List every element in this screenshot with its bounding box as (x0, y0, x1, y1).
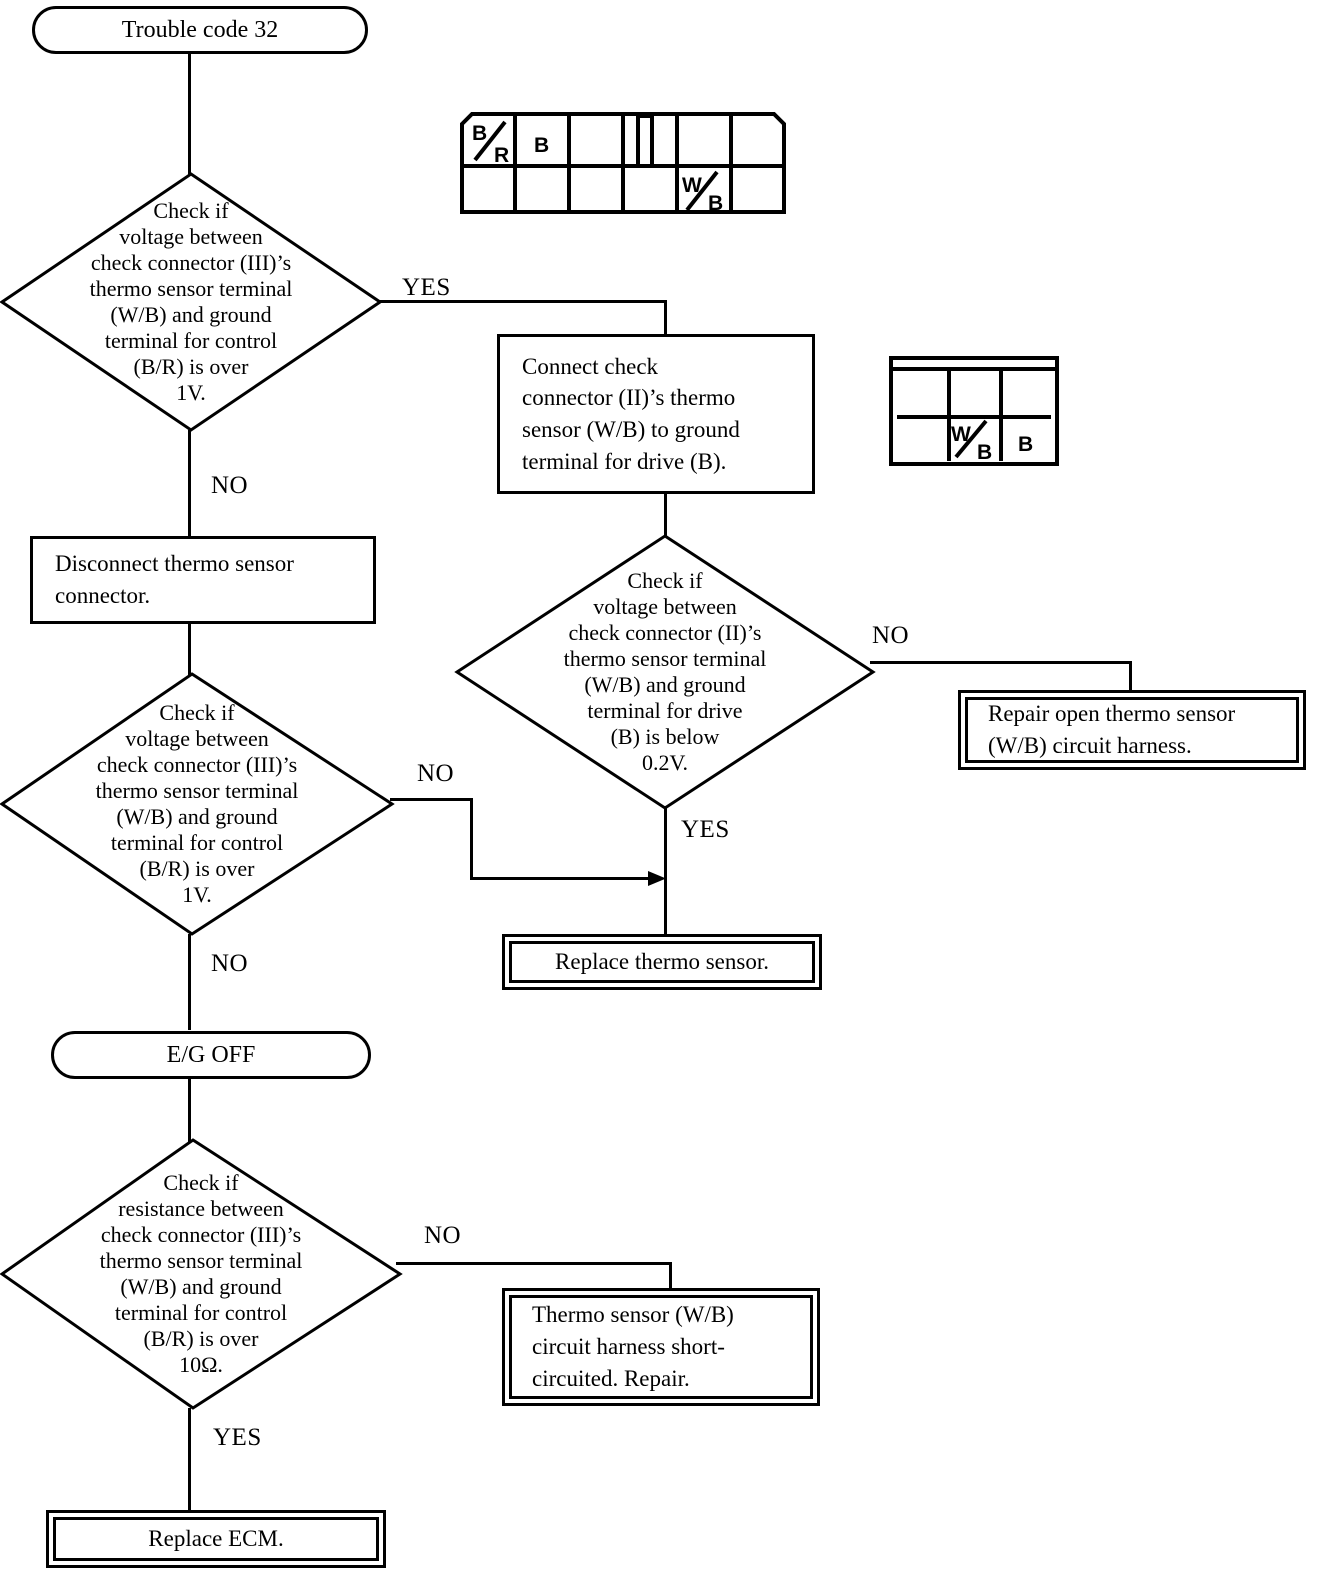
edge-d4-no-vertical (669, 1262, 672, 1292)
node-process-connect-check-connector: Connect check connector (II)’s thermo se… (497, 334, 815, 494)
r3-line-1: circuit harness short- (532, 1334, 725, 1360)
edge-label-d2-no: NO (872, 622, 910, 649)
connector-diagram-check-connector-3: B R B W B (458, 110, 788, 216)
p1-line-3: terminal for drive (B). (522, 448, 727, 474)
node-process-disconnect-text: Disconnect thermo sensor connector. (55, 548, 294, 611)
node-result-replace-thermo-sensor: Replace thermo sensor. (502, 934, 822, 990)
r3-line-2: circuited. Repair. (532, 1365, 690, 1391)
node-decision-2: Check if voltage between check connector… (454, 534, 876, 810)
svg-text:R: R (494, 144, 509, 167)
edge-d1-yes-vertical (664, 300, 667, 336)
edge-d2-yes-vertical (664, 806, 667, 934)
r1-line-0: Repair open thermo sensor (988, 701, 1236, 727)
edge-d3-no-arrow (470, 871, 666, 886)
node-start-label: Trouble code 32 (121, 16, 279, 43)
node-result-short-circuit-repair: Thermo sensor (W/B) circuit harness shor… (502, 1288, 820, 1406)
node-result-replace-ecm: Replace ECM. (46, 1510, 386, 1568)
p1-line-0: Connect check (522, 353, 659, 379)
edge-label-d4-no: NO (424, 1222, 462, 1249)
node-result-short-circuit-repair-inner: Thermo sensor (W/B) circuit harness shor… (509, 1295, 813, 1399)
edge-d3-no-horizontal-top (390, 798, 473, 801)
edge-start-to-d1 (188, 54, 191, 184)
node-result-replace-ecm-inner: Replace ECM. (53, 1517, 379, 1561)
node-result-replace-thermo-sensor-inner: Replace thermo sensor. (509, 941, 815, 983)
p2-line-0: Disconnect thermo sensor (55, 551, 294, 577)
edge-d3-to-egoff (188, 934, 191, 1030)
edge-label-d4-yes: YES (213, 1424, 262, 1451)
node-decision-1: Check if voltage between check connector… (0, 172, 383, 432)
svg-text:B: B (534, 134, 549, 157)
edge-label-d1-no: NO (211, 472, 249, 499)
connector-diagram-check-connector-2: W B B (888, 355, 1060, 467)
svg-text:W: W (682, 174, 702, 197)
r4-line-0: Replace ECM. (148, 1526, 284, 1552)
r2-line-0: Replace thermo sensor. (555, 949, 769, 975)
edge-d3-no-vertical (470, 798, 473, 878)
edge-d1-yes-horizontal (378, 300, 667, 303)
edge-d1-no-vertical (188, 430, 191, 538)
r3-line-0: Thermo sensor (W/B) (532, 1302, 734, 1328)
svg-text:B: B (977, 441, 992, 464)
r1-line-1: (W/B) circuit harness. (988, 733, 1192, 758)
svg-text:B: B (472, 122, 487, 145)
p2-line-1: connector. (55, 583, 151, 608)
node-start-trouble-code: Trouble code 32 (32, 6, 368, 54)
node-result-repair-open-harness-inner: Repair open thermo sensor (W/B) circuit … (965, 697, 1299, 763)
svg-text:B: B (1018, 433, 1033, 456)
node-terminator-eg-off-label: E/G OFF (166, 1041, 256, 1068)
edge-egoff-to-d4 (188, 1079, 191, 1143)
node-decision-4: Check if resistance between check connec… (0, 1138, 403, 1410)
edge-label-d3-no: NO (417, 760, 455, 787)
edge-d4-yes-vertical (188, 1408, 191, 1512)
p1-line-1: connector (II)’s thermo (522, 385, 736, 411)
edge-d4-no-horizontal (396, 1262, 672, 1265)
node-result-repair-open-harness: Repair open thermo sensor (W/B) circuit … (958, 690, 1306, 770)
edge-d2-no-horizontal (870, 661, 1132, 664)
node-decision-3: Check if voltage between check connector… (0, 672, 395, 936)
edge-p2-to-d3 (188, 624, 191, 676)
edge-p1-to-d2 (664, 494, 667, 540)
edge-label-d1-yes: YES (402, 274, 451, 301)
edge-label-d2-yes: YES (681, 816, 730, 843)
edge-label-d3-no-down: NO (211, 950, 249, 977)
p1-line-2: sensor (W/B) to ground (522, 417, 740, 442)
svg-text:B: B (708, 192, 723, 215)
svg-text:W: W (951, 423, 971, 446)
node-terminator-eg-off: E/G OFF (51, 1031, 371, 1079)
node-process-connect-text: Connect check connector (II)’s thermo se… (522, 351, 740, 478)
node-process-disconnect-connector: Disconnect thermo sensor connector. (30, 536, 376, 624)
edge-d2-no-vertical (1129, 661, 1132, 693)
